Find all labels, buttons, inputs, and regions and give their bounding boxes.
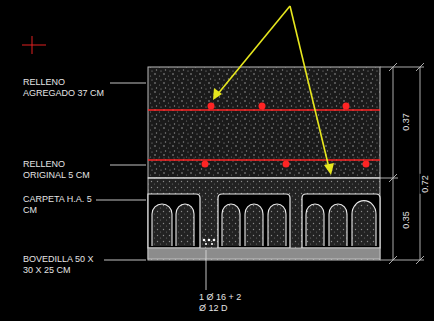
layer-label: BOVEDILLA 50 X 30 X 25 CM — [22, 254, 104, 276]
dimension-text: 0.35 — [401, 210, 412, 230]
bovedilla-arches — [152, 201, 376, 246]
red-mark — [22, 45, 46, 46]
bottom-flange — [148, 248, 380, 259]
dimension-text: 0.37 — [401, 112, 412, 132]
red-dots — [202, 103, 370, 168]
layer-line — [148, 178, 380, 179]
dimension-text: 0.72 — [420, 174, 431, 194]
fill-layer — [148, 67, 380, 178]
layer-label: CARPETA H.A. 5 CM — [22, 194, 96, 216]
layer-label: RELLENO AGREGADO 37 CM — [22, 77, 110, 99]
dimension-lines — [380, 63, 424, 264]
rebar-dots — [203, 239, 216, 245]
concrete-slab — [148, 178, 380, 260]
rebar-label: 1 Ø 16 + 2 Ø 12 D — [198, 292, 246, 314]
layer-label: RELLENO ORIGINAL 5 CM — [22, 159, 110, 181]
bovedilla-blocks — [148, 194, 380, 248]
layer-line — [148, 158, 380, 159]
red-reinforcement — [148, 110, 380, 160]
yellow-arrows — [213, 6, 334, 175]
